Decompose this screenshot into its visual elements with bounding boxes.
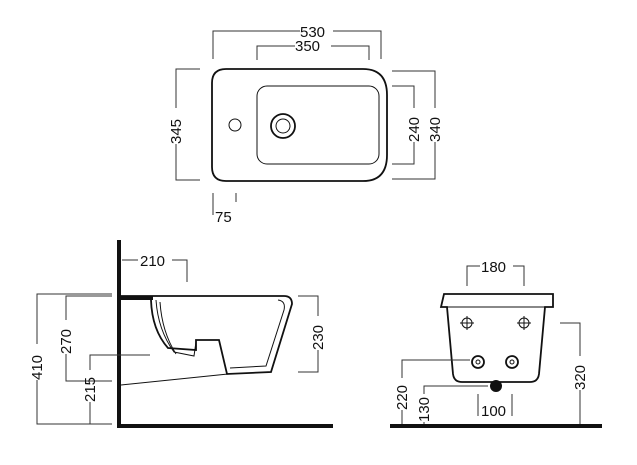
dim-320: 320	[572, 365, 589, 390]
dim-line-345-b	[175, 144, 200, 181]
dim-line-130	[423, 385, 488, 394]
dim-line-410-b	[36, 380, 112, 425]
dim-line-270	[65, 295, 112, 320]
dim-line-230	[298, 295, 319, 316]
dim-line-230-b	[298, 350, 319, 373]
dim-line-530	[212, 30, 300, 59]
dim-line-410	[36, 293, 112, 344]
dim-line-345	[175, 68, 200, 108]
side-fixing-bolt	[119, 296, 153, 300]
dim-270: 270	[58, 329, 75, 354]
side-view: 210 410 270 215 230	[29, 240, 333, 428]
side-view-bowl-inner	[159, 301, 177, 355]
dim-410: 410	[29, 355, 46, 380]
dim-340: 340	[427, 117, 444, 142]
dim-75: 75	[215, 209, 232, 226]
dim-230: 230	[310, 325, 327, 350]
dim-220: 220	[394, 385, 411, 410]
dim-line-215-b	[89, 402, 112, 425]
dim-line-180-r	[513, 265, 525, 286]
dim-line-220	[401, 359, 470, 378]
front-view-outline	[439, 293, 554, 383]
dim-180: 180	[481, 259, 506, 276]
side-view-outline	[121, 295, 293, 375]
dim-line-350-r	[331, 45, 370, 60]
dim-350: 350	[295, 38, 320, 55]
dim-210: 210	[140, 253, 165, 270]
top-view: 530 350 345 240 340 75	[168, 24, 444, 226]
dim-line-215	[89, 354, 150, 370]
front-outlet	[490, 380, 502, 392]
top-view-outline	[211, 68, 388, 182]
front-view: 180 320 220 130 100	[390, 259, 602, 428]
side-view-bowl	[155, 299, 197, 357]
dim-line-180	[466, 265, 480, 286]
dim-line-210-r	[172, 259, 188, 282]
dim-530: 530	[300, 24, 325, 41]
dim-215: 215	[82, 377, 99, 402]
side-view-base	[120, 373, 229, 386]
top-view-basin	[256, 85, 380, 165]
dim-line-270-b	[65, 354, 112, 382]
dim-100: 100	[481, 403, 506, 420]
front-inlet-left	[471, 355, 485, 369]
dim-line-530-r	[333, 30, 382, 59]
top-view-drain-inner	[275, 118, 291, 134]
dim-line-240	[392, 85, 415, 108]
dim-130: 130	[416, 397, 433, 422]
side-wall	[117, 240, 333, 428]
dim-line-340	[392, 70, 436, 108]
dim-line-320	[560, 322, 581, 356]
dim-345: 345	[168, 119, 185, 144]
dim-line-350	[256, 45, 295, 60]
dim-240: 240	[406, 117, 423, 142]
dim-line-240-b	[392, 142, 415, 165]
front-inlet-right	[505, 355, 519, 369]
top-view-drain-outer	[270, 113, 296, 139]
side-view-rim	[229, 299, 285, 369]
dim-line-340-b	[392, 142, 436, 180]
top-view-tap-hole	[228, 118, 242, 132]
